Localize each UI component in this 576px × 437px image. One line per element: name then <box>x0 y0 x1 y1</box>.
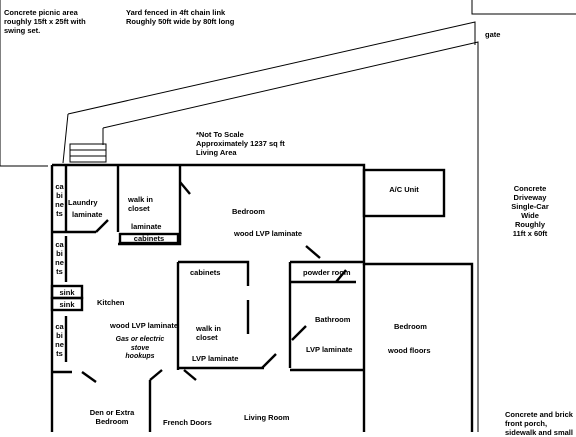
den-label: Den or Extra Bedroom <box>89 408 135 426</box>
closet-cabinets-label: cabinets <box>133 234 165 243</box>
laundry-label: Laundry laminate <box>68 198 103 219</box>
living-room-label: Living Room <box>244 413 290 422</box>
ac-unit-label: A/C Unit <box>389 184 419 194</box>
door-bath <box>291 325 307 341</box>
fence-line-upper <box>67 21 476 115</box>
door-closet-top <box>179 181 191 195</box>
door-french-b <box>183 369 197 381</box>
closet-2-label: walk in closet <box>196 324 222 342</box>
cabinets-label-lower: ca bi ne ts <box>55 240 64 276</box>
fence-line-lower <box>102 41 479 129</box>
bedroom-main-label: Bedroom <box>232 207 265 216</box>
picnic-area-outline <box>0 0 48 167</box>
porch-note: Concrete and brick front porch, sidewalk… <box>505 410 573 437</box>
door-french-a <box>149 369 163 381</box>
door-laundry <box>95 219 109 233</box>
door-powder <box>335 269 347 283</box>
kitchen-label: Kitchen <box>97 298 125 307</box>
gate-label: gate <box>485 30 501 39</box>
bathroom-floor: LVP laminate <box>306 345 353 354</box>
kitchen-floor: wood LVP laminate <box>110 321 179 330</box>
bedroom-main-floor: wood LVP laminate <box>234 229 303 238</box>
wall-hall-top <box>178 260 250 286</box>
picnic-note: Concrete picnic area roughly 15ft x 25ft… <box>4 8 86 35</box>
hall-cabinets-label: cabinets <box>190 268 221 277</box>
driveway-label: Concrete Driveway Single-Car Wide Roughl… <box>511 184 549 238</box>
bedroom-right-label: Bedroom <box>394 322 427 331</box>
closet-top-floor: laminate <box>131 222 162 231</box>
closet-cabinets-bar <box>118 232 180 245</box>
kitchen-note: Gas or electric stove hookups <box>115 336 165 360</box>
powder-room-label: powder room <box>303 268 351 277</box>
door-kitchen <box>81 371 97 383</box>
back-steps <box>69 143 107 163</box>
sink-box-2 <box>50 296 84 312</box>
top-right-box <box>471 0 576 15</box>
bathroom-label: Bathroom <box>315 315 351 324</box>
cabinets-label-upper: ca bi ne ts <box>55 182 64 218</box>
scale-note: *Not To Scale Approximately 1237 sq ft L… <box>196 130 285 157</box>
fence-note: Yard fenced in 4ft chain link Roughly 50… <box>126 8 235 26</box>
door-bedroom <box>305 245 321 259</box>
ac-unit-box <box>362 168 446 218</box>
sink-label-2: sink <box>59 299 75 309</box>
fence-line-left <box>62 113 69 164</box>
cabinets-label-mid: ca bi ne ts <box>55 322 64 358</box>
french-doors-label: French Doors <box>163 418 212 427</box>
door-closet2 <box>261 353 277 369</box>
closet-2-floor: LVP laminate <box>192 354 239 363</box>
closet-top-label: walk in closet <box>128 195 154 213</box>
bedroom-right-floor: wood floors <box>388 346 431 355</box>
sink-label-1: sink <box>59 287 75 297</box>
